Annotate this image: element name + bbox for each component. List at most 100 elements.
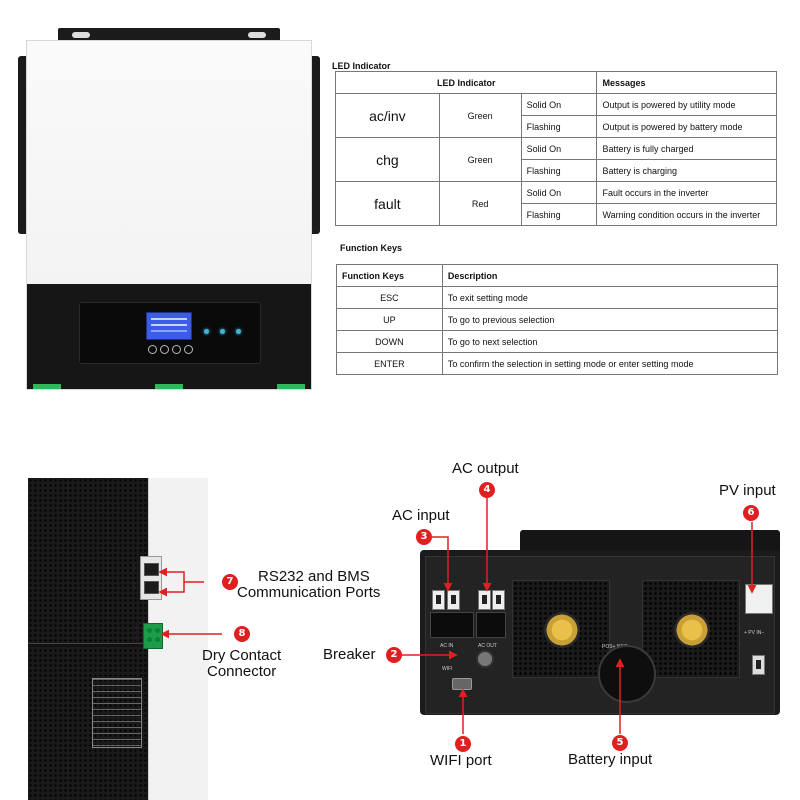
panel-button-enter xyxy=(184,345,193,354)
callout-label-wifi-port: WIFI port xyxy=(430,752,492,769)
breaker-reset-button xyxy=(476,650,494,668)
led-state: Solid On xyxy=(520,137,598,160)
function-description: To confirm the selection in setting mode… xyxy=(441,352,779,375)
breaker-switch xyxy=(492,590,505,610)
nc-c-no-label: NC C NO xyxy=(134,624,139,641)
header-description: Description xyxy=(441,264,779,287)
callout-label-dry-contact: Dry Contact xyxy=(202,647,282,664)
table-header-row: Function Keys Description xyxy=(336,264,779,287)
dry-contact-connector xyxy=(143,623,163,649)
wifi-port xyxy=(452,678,472,690)
table-row: ac/inv Green Solid On Output is powered … xyxy=(335,93,777,138)
callout-label-breaker: Breaker xyxy=(323,646,376,663)
foot xyxy=(33,384,61,389)
ac-out-label: AC OUT xyxy=(478,643,497,649)
breaker-switch xyxy=(432,590,445,610)
ac-output-terminal xyxy=(476,612,506,638)
display-frame xyxy=(79,302,261,364)
mounting-bracket xyxy=(58,28,280,42)
led-name: chg xyxy=(335,137,440,182)
inverter-side-right xyxy=(310,56,320,234)
pv-in-label: + PV IN− xyxy=(744,630,765,636)
led-state: Solid On xyxy=(520,181,598,204)
callout-label-rs232: RS232 and BMS xyxy=(258,568,370,585)
led-name: fault xyxy=(335,181,440,226)
battery-input-port xyxy=(598,645,656,703)
panel-button-down xyxy=(172,345,181,354)
ac-in-label: AC IN xyxy=(440,643,454,649)
callout-badge-4: 4 xyxy=(479,482,495,498)
function-description: To go to next selection xyxy=(441,330,779,353)
table-header-row: LED Indicator Messages xyxy=(334,71,777,94)
led-section-title: LED Indicator xyxy=(332,61,391,71)
inverter-front-image xyxy=(18,28,320,398)
panel-button-up xyxy=(160,345,169,354)
led-color: Green xyxy=(438,93,522,138)
fan-hub xyxy=(544,612,580,648)
pv-switch xyxy=(752,655,765,675)
divider xyxy=(28,643,148,647)
bms-label: BMS xyxy=(132,582,137,591)
cooling-fan-right xyxy=(642,580,740,678)
function-key: DOWN xyxy=(336,330,443,353)
header-led-indicator: LED Indicator xyxy=(334,71,598,94)
led-message: Battery is fully charged xyxy=(596,137,777,160)
table-row: Flashing Output is powered by battery mo… xyxy=(336,115,777,138)
led-name: ac/inv xyxy=(335,93,440,138)
callout-label-comm-ports: Communication Ports xyxy=(237,584,381,601)
led-message: Warning condition occurs in the inverter xyxy=(596,203,777,226)
table-row: fault Red Solid On Fault occurs in the i… xyxy=(335,181,777,226)
led-color: Green xyxy=(438,137,522,182)
function-key: UP xyxy=(336,308,443,331)
header-messages: Messages xyxy=(596,71,777,94)
table-row: Flashing Warning condition occurs in the… xyxy=(336,203,777,226)
rating-label xyxy=(92,678,142,748)
com-label: COM xyxy=(132,562,137,572)
function-key: ESC xyxy=(336,286,443,309)
function-keys-table: Function Keys Description ESC To exit se… xyxy=(336,264,779,375)
callout-badge-5: 5 xyxy=(612,735,628,751)
table-row: chg Green Solid On Battery is fully char… xyxy=(335,137,777,182)
led-fault xyxy=(236,329,241,334)
bms-port xyxy=(144,581,159,594)
fan-hub xyxy=(674,612,710,648)
side-vent-grille xyxy=(28,478,148,800)
callout-label-connector: Connector xyxy=(207,663,277,680)
cooling-fan-left xyxy=(512,580,610,678)
foot xyxy=(155,384,183,389)
pv-input-terminal xyxy=(745,584,773,614)
communication-ports xyxy=(140,556,162,600)
foot xyxy=(277,384,305,389)
breaker-switch xyxy=(447,590,460,610)
inverter-control-panel xyxy=(27,284,311,389)
callout-label-ac-output: AC output xyxy=(452,460,519,477)
led-state: Solid On xyxy=(520,93,598,116)
led-chg xyxy=(220,329,225,334)
ac-input-terminal xyxy=(430,612,474,638)
led-message: Output is powered by utility mode xyxy=(596,93,777,116)
wifi-label: WIFI xyxy=(442,666,453,672)
led-state: Flashing xyxy=(520,115,598,138)
function-description: To go to previous selection xyxy=(441,308,779,331)
callout-badge-2: 2 xyxy=(386,647,402,663)
table-row: ENTER To confirm the selection in settin… xyxy=(336,352,779,375)
callout-badge-3: 3 xyxy=(416,529,432,545)
callout-label-ac-input: AC input xyxy=(392,507,450,524)
led-message: Output is powered by battery mode xyxy=(596,115,777,138)
table-row: UP To go to previous selection xyxy=(336,308,779,331)
lcd-screen xyxy=(146,312,192,340)
function-description: To exit setting mode xyxy=(441,286,779,309)
led-message: Fault occurs in the inverter xyxy=(596,181,777,204)
led-indicator-table: LED Indicator Messages ac/inv Green Soli… xyxy=(334,71,777,226)
callout-badge-8: 8 xyxy=(234,626,250,642)
function-section-title: Function Keys xyxy=(340,243,403,253)
callout-label-battery-input: Battery input xyxy=(568,751,653,768)
callout-badge-7: 7 xyxy=(222,574,238,590)
inverter-side-left xyxy=(18,56,28,234)
rs232-port xyxy=(144,563,159,576)
led-ac-inv xyxy=(204,329,209,334)
panel-button-esc xyxy=(148,345,157,354)
callout-badge-6: 6 xyxy=(743,505,759,521)
table-row: ESC To exit setting mode xyxy=(336,286,779,309)
led-state: Flashing xyxy=(520,203,598,226)
